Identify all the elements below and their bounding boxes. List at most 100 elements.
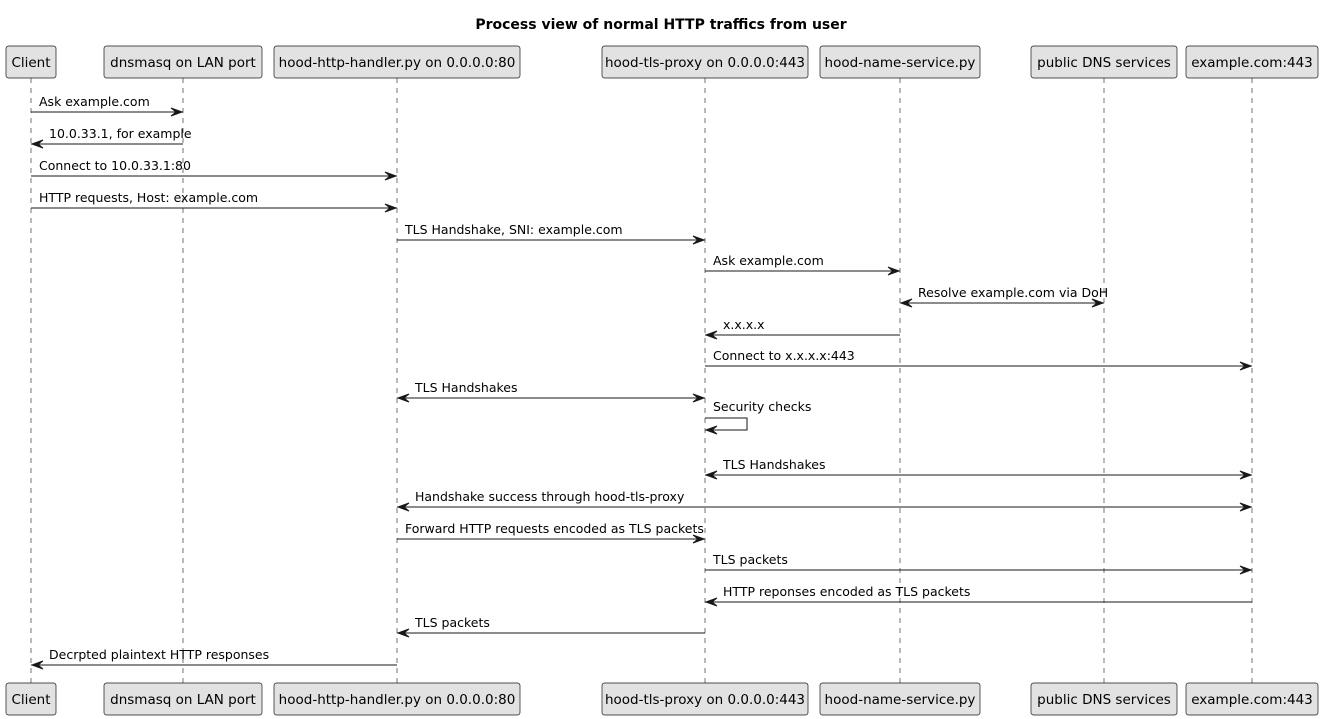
message-label: TLS packets <box>414 615 490 630</box>
arrowhead-icon <box>384 203 398 213</box>
arrowhead-icon <box>384 171 398 181</box>
message-18: Decrpted plaintext HTTP responses <box>30 647 397 670</box>
participant-header-pubdns: public DNS services <box>1030 45 1178 79</box>
arrowhead-icon <box>1239 502 1253 512</box>
participant-box <box>5 45 57 79</box>
participant-box <box>601 682 809 716</box>
arrowhead-icon <box>1239 470 1253 480</box>
message-label: 10.0.33.1, for example <box>49 126 192 141</box>
participant-box <box>1185 45 1319 79</box>
participant-box <box>601 45 809 79</box>
participant-footer-proxy: hood-tls-proxy on 0.0.0.0:443 <box>601 682 809 716</box>
arrowhead-icon <box>692 393 706 403</box>
arrowhead-icon <box>396 628 410 638</box>
message-8: x.x.x.x <box>704 317 900 340</box>
message-4: HTTP requests, Host: example.com <box>31 190 398 213</box>
participant-label: public DNS services <box>1037 55 1171 71</box>
participant-header-client: Client <box>5 45 57 79</box>
participant-footer-names: hood-name-service.py <box>819 682 981 716</box>
participant-header-dnsmasq: dnsmasq on LAN port <box>103 45 263 79</box>
participant-box <box>1030 682 1178 716</box>
participant-label: dnsmasq on LAN port <box>110 55 256 71</box>
participant-box <box>103 45 263 79</box>
message-label: Resolve example.com via DoH <box>918 285 1108 300</box>
message-7: Resolve example.com via DoH <box>899 285 1108 308</box>
participant-header-proxy: hood-tls-proxy on 0.0.0.0:443 <box>601 45 809 79</box>
participant-label: Client <box>11 692 50 708</box>
arrowhead-icon <box>30 139 44 149</box>
message-label: Security checks <box>713 399 811 414</box>
message-label: Ask example.com <box>39 94 150 109</box>
message-14: Forward HTTP requests encoded as TLS pac… <box>397 521 706 544</box>
lifelines <box>30 78 1253 683</box>
message-10: TLS Handshakes <box>396 380 706 403</box>
arrowhead-icon <box>704 470 718 480</box>
message-label: Decrpted plaintext HTTP responses <box>49 647 269 662</box>
message-11: Security checks <box>704 399 811 435</box>
arrowhead-icon <box>692 235 706 245</box>
participant-footer-client: Client <box>5 682 57 716</box>
participant-label: public DNS services <box>1037 692 1171 708</box>
message-label: x.x.x.x <box>723 317 765 332</box>
message-12: TLS Handshakes <box>704 457 1253 480</box>
message-label: Connect to 10.0.33.1:80 <box>39 158 191 173</box>
participant-box <box>819 45 981 79</box>
message-label: Handshake success through hood-tls-proxy <box>415 489 685 504</box>
message-label: TLS Handshake, SNI: example.com <box>404 222 623 237</box>
arrowhead-icon <box>1091 298 1105 308</box>
participant-footer-target: example.com:443 <box>1185 682 1319 716</box>
participant-footer-row: Client dnsmasq on LAN port hood-http-handl… <box>5 682 1319 716</box>
message-13: Handshake success through hood-tls-proxy <box>396 489 1253 512</box>
message-label: Forward HTTP requests encoded as TLS pac… <box>405 521 704 536</box>
arrowhead-icon <box>692 534 706 544</box>
message-label: HTTP reponses encoded as TLS packets <box>723 584 970 599</box>
message-16: HTTP reponses encoded as TLS packets <box>704 584 1252 607</box>
participant-label: hood-http-handler.py on 0.0.0.0:80 <box>279 692 516 708</box>
arrowhead-icon <box>396 393 410 403</box>
participant-header-target: example.com:443 <box>1185 45 1319 79</box>
participant-footer-handler: hood-http-handler.py on 0.0.0.0:80 <box>273 682 521 716</box>
participant-footer-dnsmasq: dnsmasq on LAN port <box>103 682 263 716</box>
message-label: Ask example.com <box>713 253 824 268</box>
participant-box <box>103 682 263 716</box>
participant-label: hood-http-handler.py on 0.0.0.0:80 <box>279 55 516 71</box>
arrowhead-icon <box>170 107 184 117</box>
participant-box <box>819 682 981 716</box>
message-list: Ask example.com 10.0.33.1, for exampleCon… <box>30 94 1253 670</box>
arrowhead-icon <box>30 660 44 670</box>
participant-label: hood-tls-proxy on 0.0.0.0:443 <box>605 55 805 71</box>
participant-box <box>5 682 57 716</box>
message-2: 10.0.33.1, for example <box>30 126 192 149</box>
message-label: TLS Handshakes <box>722 457 826 472</box>
message-3: Connect to 10.0.33.1:80 <box>31 158 398 181</box>
arrowhead-icon <box>704 425 718 435</box>
message-label: HTTP requests, Host: example.com <box>39 190 258 205</box>
message-line <box>705 417 748 431</box>
participant-label: Client <box>11 55 50 71</box>
participant-label: example.com:443 <box>1191 692 1313 708</box>
participant-label: example.com:443 <box>1191 55 1313 71</box>
message-label: TLS Handshakes <box>414 380 518 395</box>
participant-footer-pubdns: public DNS services <box>1030 682 1178 716</box>
participant-box <box>273 45 521 79</box>
participant-box <box>1185 682 1319 716</box>
participant-box <box>273 682 521 716</box>
message-6: Ask example.com <box>705 253 901 276</box>
arrowhead-icon <box>1239 565 1253 575</box>
message-17: TLS packets <box>396 615 705 638</box>
arrowhead-icon <box>1239 361 1253 371</box>
participant-header-handler: hood-http-handler.py on 0.0.0.0:80 <box>273 45 521 79</box>
participant-label: hood-tls-proxy on 0.0.0.0:443 <box>605 692 805 708</box>
participant-label: hood-name-service.py <box>825 692 976 708</box>
arrowhead-icon <box>704 597 718 607</box>
participant-label: dnsmasq on LAN port <box>110 692 256 708</box>
participant-header-row: Client dnsmasq on LAN port hood-http-handl… <box>5 45 1319 79</box>
message-9: Connect to x.x.x.x:443 <box>705 348 1253 371</box>
arrowhead-icon <box>396 502 410 512</box>
message-label: Connect to x.x.x.x:443 <box>713 348 855 363</box>
message-1: Ask example.com <box>31 94 184 117</box>
message-15: TLS packets <box>705 552 1253 575</box>
participant-box <box>1030 45 1178 79</box>
participant-header-names: hood-name-service.py <box>819 45 981 79</box>
